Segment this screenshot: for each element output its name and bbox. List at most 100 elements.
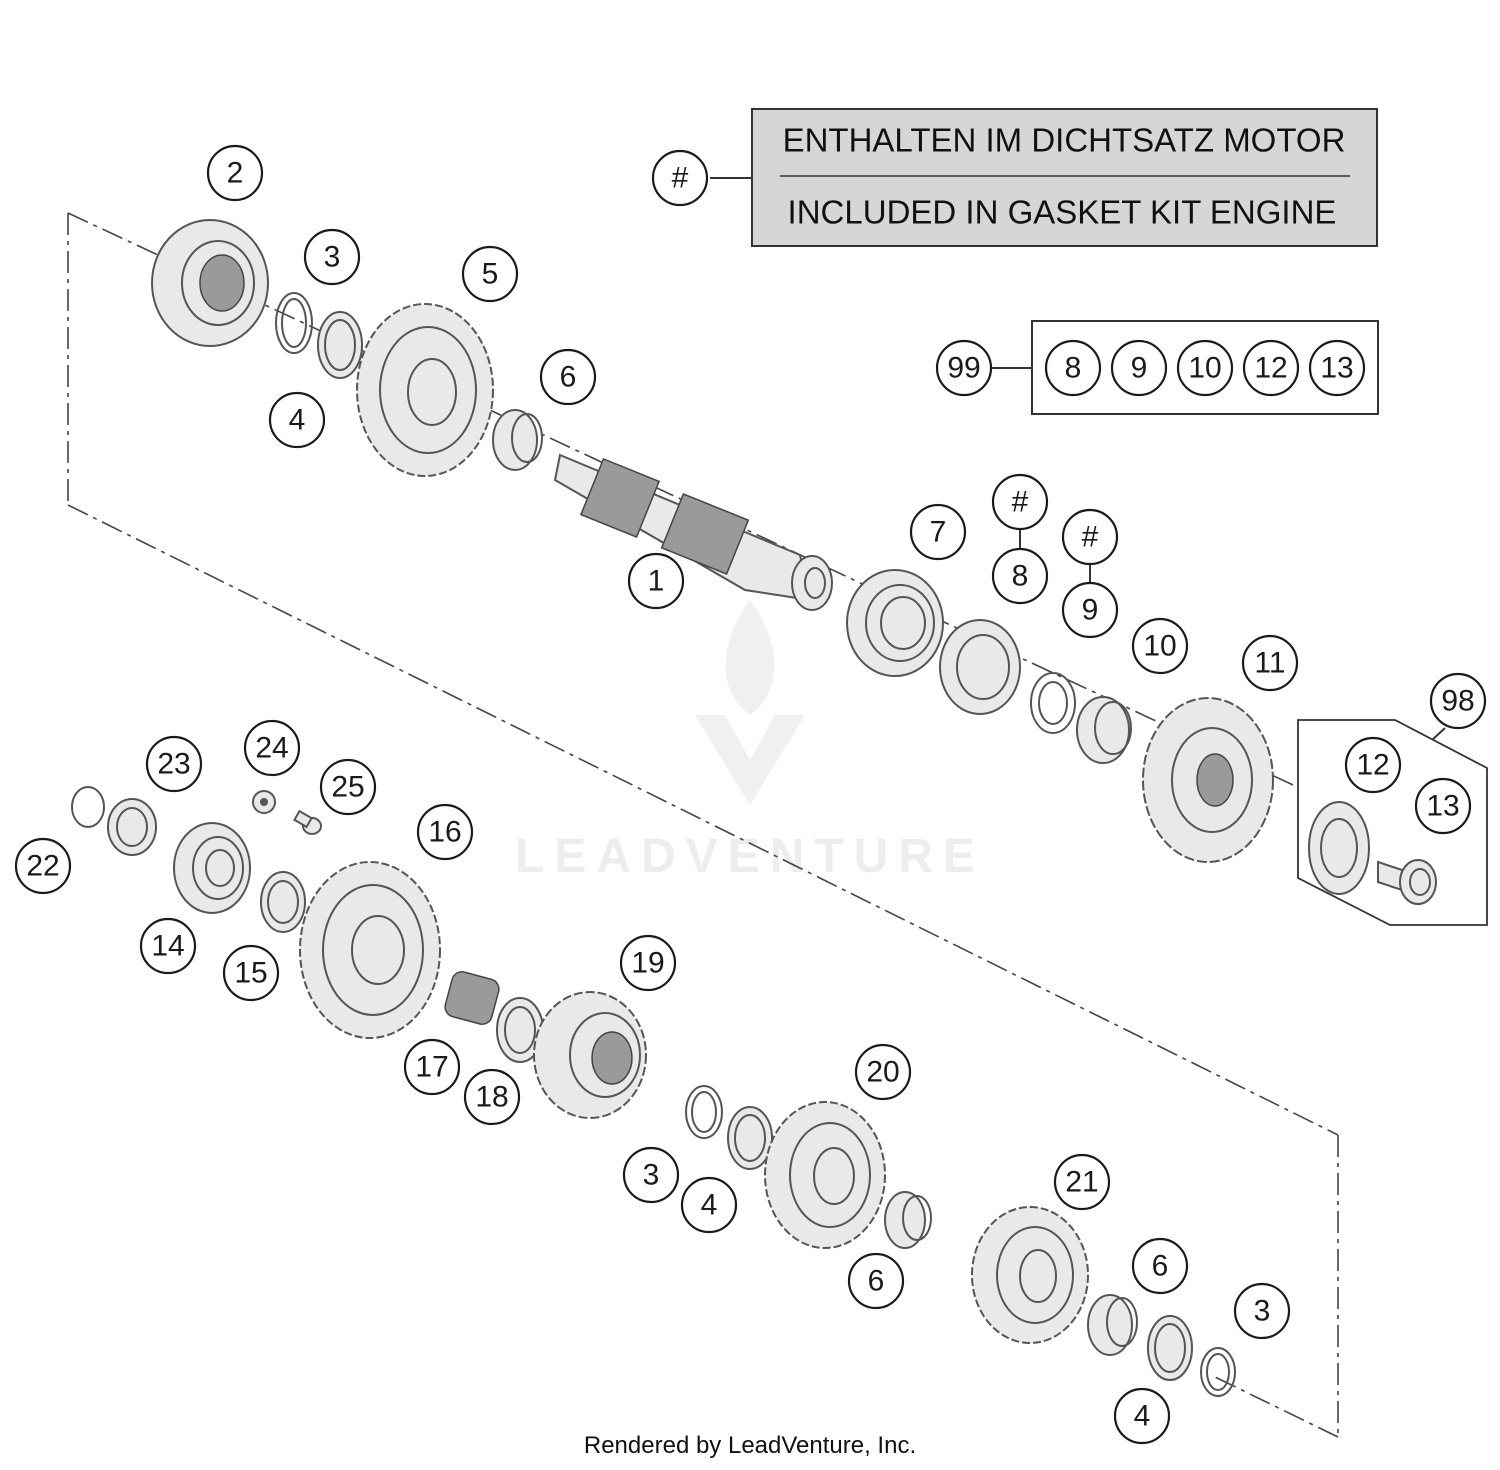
callout-part: 6: [847, 1252, 905, 1310]
callout-part: 8: [991, 547, 1049, 605]
callout-part: 9: [1061, 581, 1119, 639]
bearing-14: [173, 822, 251, 914]
callout-part: #: [1061, 508, 1119, 566]
bushing-10: [1076, 696, 1132, 764]
callout-part: 14: [139, 917, 197, 975]
callout-part: 6: [1131, 1237, 1189, 1295]
callout-leaders: [1019, 529, 1091, 583]
kit-98-box: [1297, 719, 1488, 926]
gasket-kit-note: ENTHALTEN IM DICHTSATZ MOTOR INCLUDED IN…: [710, 108, 1378, 247]
svg-text:16: 16: [428, 816, 461, 849]
gear-2: [151, 219, 269, 347]
svg-text:3: 3: [643, 1159, 660, 1192]
svg-text:10: 10: [1143, 630, 1176, 663]
callout-part: 4: [1113, 1387, 1171, 1445]
bushing-6-lower-b: [1087, 1294, 1138, 1356]
callout-part: #: [991, 473, 1049, 531]
note-line-english: INCLUDED IN GASKET KIT ENGINE: [788, 194, 1337, 231]
callout-part: 16: [416, 803, 474, 861]
svg-text:8: 8: [1065, 352, 1082, 385]
svg-text:3: 3: [324, 241, 341, 274]
circlip-3-end: [1200, 1347, 1236, 1397]
callout-part: 4: [680, 1176, 738, 1234]
svg-text:25: 25: [331, 771, 364, 804]
svg-text:#: #: [1012, 486, 1029, 519]
bushing-6-top: [492, 409, 543, 471]
callout-part: 6: [539, 348, 597, 406]
svg-text:17: 17: [415, 1051, 448, 1084]
svg-text:7: 7: [930, 516, 947, 549]
svg-text:98: 98: [1441, 685, 1474, 718]
svg-text:9: 9: [1131, 352, 1148, 385]
callout-kit-98-member: 13: [1414, 777, 1472, 835]
bushing-6-lower-a: [884, 1191, 932, 1249]
callout-part: 3: [303, 228, 361, 286]
circlip-3-lower: [685, 1085, 723, 1139]
svg-text:10: 10: [1188, 352, 1221, 385]
seal-8: [939, 619, 1021, 715]
callout-kit-98: 98: [1429, 672, 1487, 730]
callout-part: 2: [206, 144, 264, 202]
svg-text:11: 11: [1254, 647, 1285, 680]
callout-kit-99: 99: [935, 339, 993, 397]
svg-text:4: 4: [1134, 1400, 1151, 1433]
gear-16: [299, 861, 441, 1039]
main-shaft-1: [553, 453, 833, 611]
svg-text:1: 1: [648, 565, 665, 598]
watermark-text: LEADVENTURE: [515, 830, 985, 883]
callout-part: 3: [622, 1146, 680, 1204]
callout-part: 3: [1233, 1282, 1291, 1340]
callout-note-symbol: #: [651, 149, 709, 207]
callout-part: 21: [1053, 1153, 1111, 1211]
callout-part: 11: [1241, 634, 1299, 692]
note-line-german: ENTHALTEN IM DICHTSATZ MOTOR: [783, 122, 1346, 159]
needle-bearing-17: [444, 971, 500, 1025]
svg-text:12: 12: [1356, 749, 1389, 782]
callout-kit-99-member: 10: [1176, 339, 1234, 397]
callout-part: 17: [403, 1038, 461, 1096]
svg-text:99: 99: [947, 352, 980, 385]
circlip-3-top: [275, 292, 313, 354]
svg-text:19: 19: [631, 947, 664, 980]
callout-part: 19: [619, 934, 677, 992]
washer-18: [496, 997, 544, 1063]
svg-text:4: 4: [289, 404, 306, 437]
callout-part: 20: [854, 1043, 912, 1101]
svg-text:4: 4: [701, 1189, 718, 1222]
circlip-22: [71, 786, 105, 828]
svg-text:#: #: [1082, 521, 1099, 554]
callout-part: 15: [222, 944, 280, 1002]
bearing-7: [846, 569, 944, 677]
svg-text:3: 3: [1254, 1295, 1271, 1328]
washer-15: [260, 871, 306, 933]
svg-text:6: 6: [868, 1265, 885, 1298]
svg-text:24: 24: [255, 732, 288, 765]
washer-24: [252, 790, 276, 814]
svg-text:8: 8: [1012, 560, 1029, 593]
gear-21: [971, 1206, 1089, 1344]
gear-20: [764, 1101, 886, 1249]
callout-part: 18: [463, 1068, 521, 1126]
washer-4-end: [1147, 1315, 1193, 1381]
screw-25: [293, 809, 322, 835]
gear-19: [533, 991, 647, 1119]
svg-text:22: 22: [26, 850, 59, 883]
svg-text:21: 21: [1065, 1166, 1098, 1199]
callout-part: 24: [243, 719, 301, 777]
callout-kit-99-member: 13: [1308, 339, 1366, 397]
callout-part: 10: [1131, 617, 1189, 675]
svg-text:23: 23: [157, 748, 190, 781]
svg-text:20: 20: [866, 1056, 899, 1089]
svg-text:6: 6: [560, 361, 577, 394]
footer-credit: Rendered by LeadVenture, Inc.: [583, 1432, 917, 1459]
washer-23: [107, 798, 157, 856]
svg-text:13: 13: [1426, 790, 1459, 823]
washer-9: [1030, 672, 1076, 734]
callout-kit-99-member: 12: [1242, 339, 1300, 397]
callout-kit-99-member: 9: [1110, 339, 1168, 397]
gear-5: [356, 303, 494, 477]
callout-kit-99-member: 8: [1044, 339, 1102, 397]
callout-part: 22: [14, 837, 72, 895]
callout-part: 5: [461, 245, 519, 303]
